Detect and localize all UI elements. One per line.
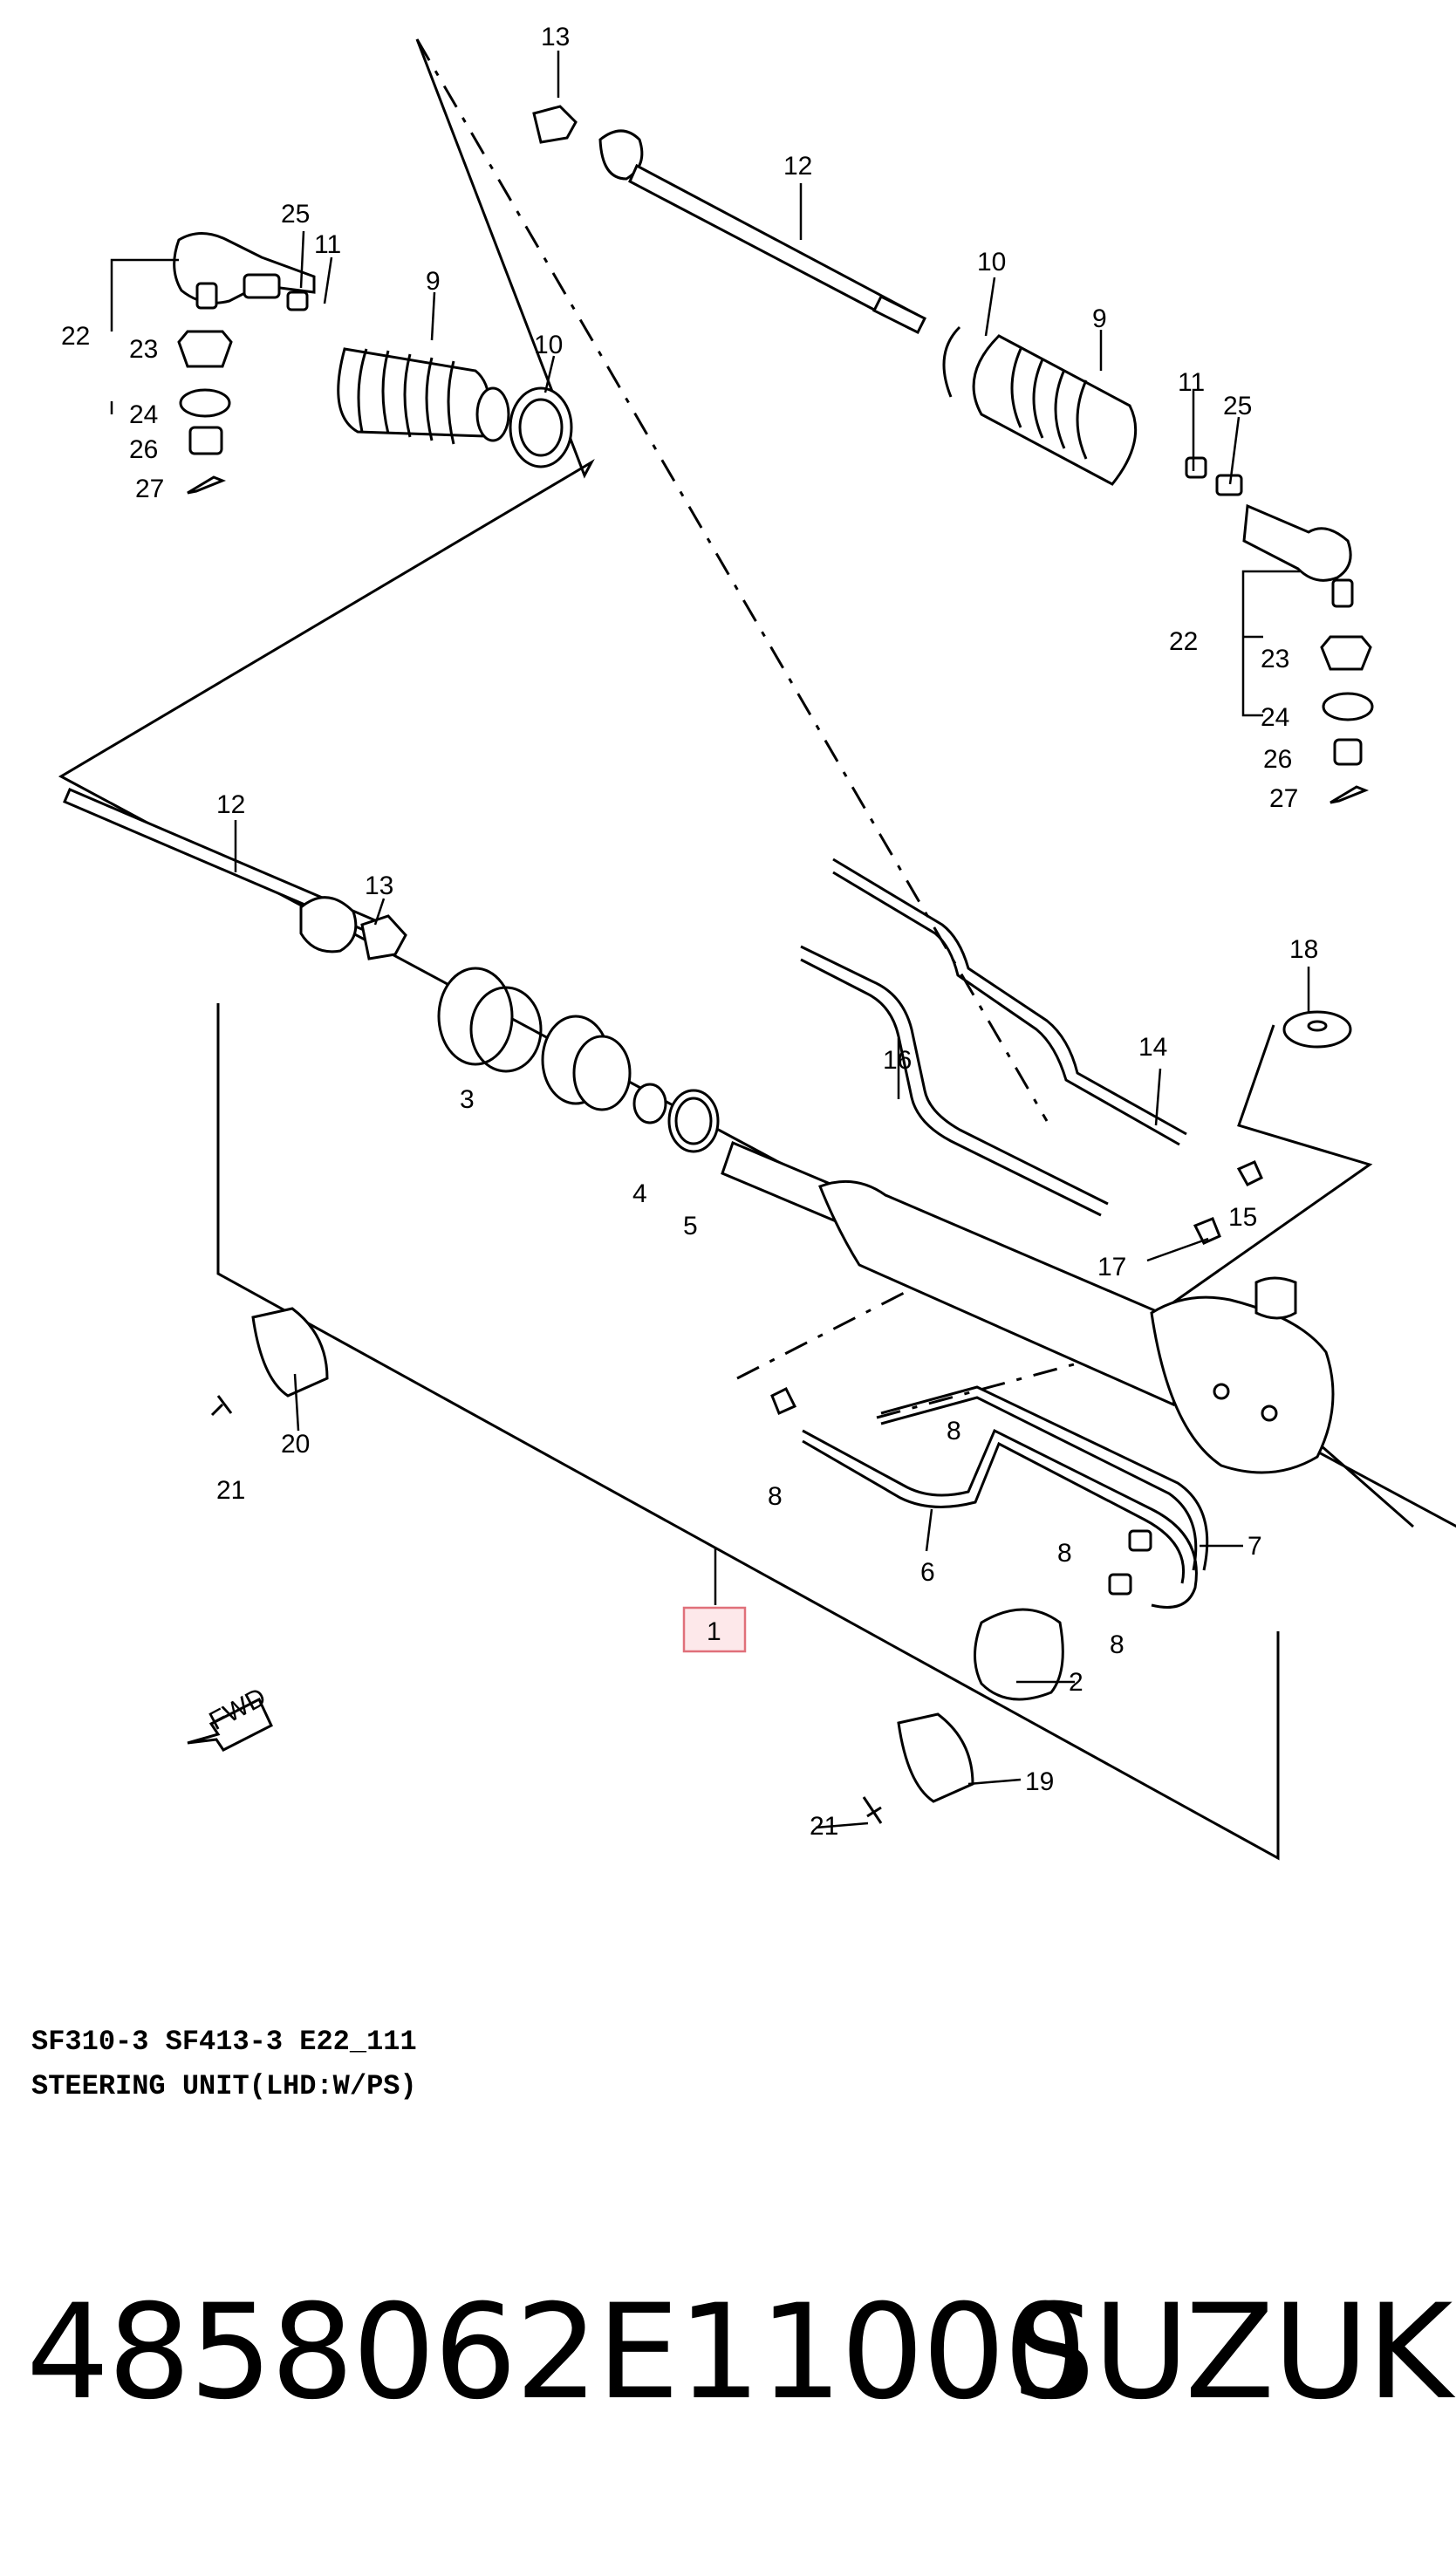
bushings bbox=[437, 967, 720, 1153]
callout-8-c: 8 bbox=[1057, 1539, 1072, 1568]
callout-4: 4 bbox=[632, 1179, 647, 1208]
callout-24-left: 24 bbox=[129, 400, 158, 429]
boundary-lines bbox=[58, 38, 1456, 1861]
leader-lines bbox=[110, 51, 1310, 1829]
callout-8-d: 8 bbox=[1110, 1630, 1124, 1659]
callout-21-lower: 21 bbox=[810, 1812, 838, 1841]
caption-title: STEERING UNIT(LHD:W/PS) bbox=[31, 2070, 417, 2102]
boot-left bbox=[337, 347, 573, 468]
boot-right bbox=[942, 325, 1243, 496]
callout-26-right: 26 bbox=[1263, 745, 1292, 774]
callout-15: 15 bbox=[1228, 1203, 1257, 1232]
callout-12-top: 12 bbox=[783, 152, 812, 181]
callout-9-right: 9 bbox=[1092, 304, 1107, 333]
callout-16: 16 bbox=[883, 1046, 912, 1075]
brand-name: SUZUKI bbox=[1012, 2277, 1456, 2429]
callout-27-left: 27 bbox=[135, 475, 164, 503]
callout-12-lower: 12 bbox=[216, 790, 245, 819]
caption-codes: SF310-3 SF413-3 E22_111 bbox=[31, 2026, 417, 2058]
callout-19: 19 bbox=[1025, 1767, 1054, 1796]
callout-23-right: 23 bbox=[1261, 645, 1289, 673]
callout-8-a: 8 bbox=[768, 1482, 783, 1511]
callout-24-right: 24 bbox=[1261, 703, 1289, 732]
callout-20: 20 bbox=[281, 1430, 310, 1459]
callout-22-right: 22 bbox=[1169, 627, 1198, 656]
callout-22-left: 22 bbox=[61, 322, 90, 351]
tie-rod-end-right bbox=[1242, 503, 1374, 804]
tie-rod-upper bbox=[532, 105, 927, 335]
callout-25-left: 25 bbox=[281, 200, 310, 229]
left-hardware-stack bbox=[177, 330, 233, 495]
part-number: 4858062E11000 bbox=[26, 2277, 1087, 2429]
tie-rod-lower bbox=[63, 788, 407, 960]
callout-21-left: 21 bbox=[216, 1476, 245, 1505]
callout-18: 18 bbox=[1289, 935, 1318, 964]
callout-3: 3 bbox=[460, 1085, 475, 1114]
callout-2: 2 bbox=[1069, 1668, 1083, 1697]
callout-26-left: 26 bbox=[129, 435, 158, 464]
callout-6: 6 bbox=[920, 1558, 935, 1587]
callout-5: 5 bbox=[683, 1212, 698, 1240]
callout-27-right: 27 bbox=[1269, 784, 1298, 813]
callout-13-lower: 13 bbox=[365, 871, 393, 900]
tie-rod-end-left bbox=[173, 232, 316, 311]
callout-10-left: 10 bbox=[534, 331, 563, 359]
mounts bbox=[210, 1010, 1352, 1824]
gear-housing bbox=[721, 1140, 1335, 1474]
callout-1-highlight bbox=[682, 1606, 747, 1653]
callout-labels: 13 12 10 9 11 25 22 23 24 26 27 25 11 9 … bbox=[61, 23, 1318, 1841]
callout-1: 1 bbox=[707, 1617, 721, 1646]
callout-11-right: 11 bbox=[1178, 368, 1205, 397]
callout-11-left: 11 bbox=[314, 230, 341, 259]
callout-14: 14 bbox=[1138, 1033, 1167, 1062]
callout-7: 7 bbox=[1248, 1532, 1262, 1561]
fwd-arrow: FWD bbox=[187, 1683, 273, 1752]
callout-10-right: 10 bbox=[977, 248, 1006, 277]
callout-17: 17 bbox=[1097, 1253, 1126, 1282]
callout-23-left: 23 bbox=[129, 335, 158, 364]
callout-25-right: 25 bbox=[1223, 392, 1252, 420]
callout-8-b: 8 bbox=[947, 1417, 961, 1446]
exploded-parts-diagram: FWD 13 12 10 9 11 bbox=[58, 23, 1456, 1861]
callout-9-left: 9 bbox=[426, 267, 441, 296]
callout-13-top: 13 bbox=[541, 23, 570, 51]
pipes bbox=[800, 858, 1209, 1609]
